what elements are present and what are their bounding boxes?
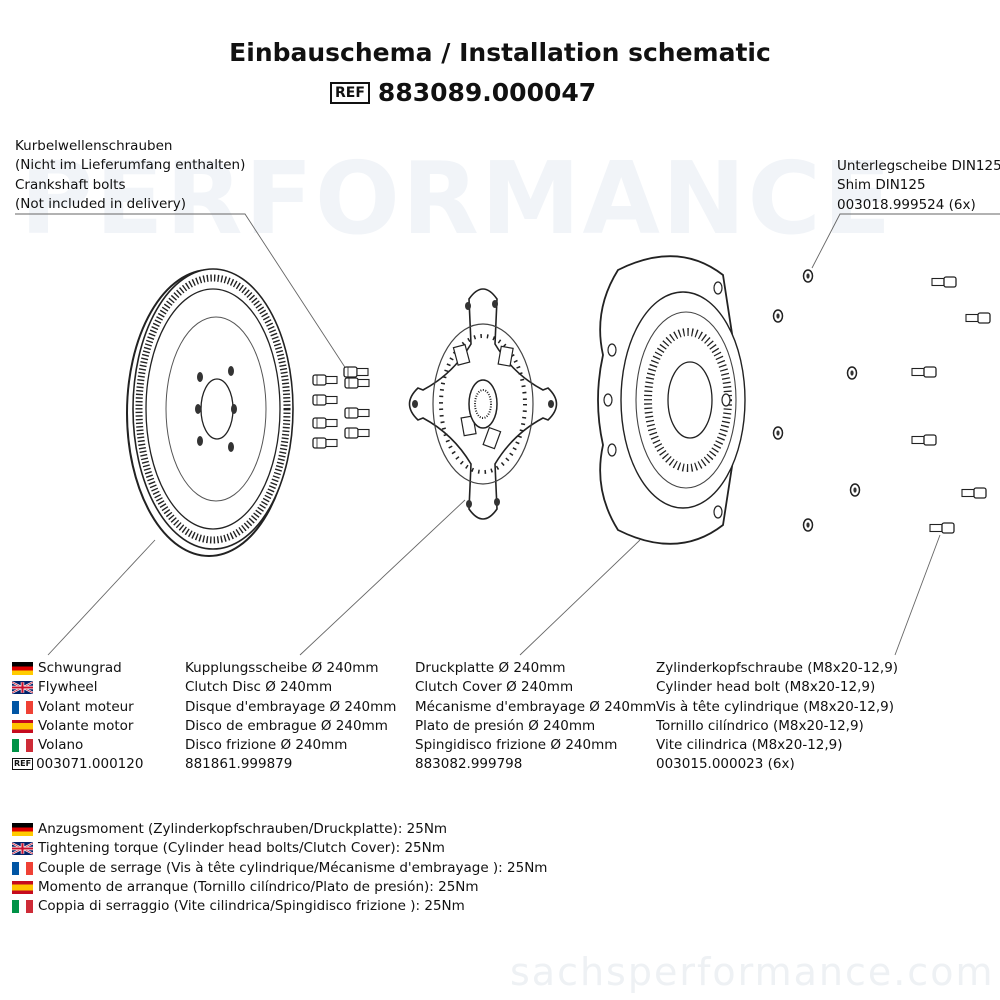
watermark-performance: PERFORMANCE <box>20 140 894 257</box>
watermark-website: sachsperformance.com <box>510 950 995 994</box>
flag-it-icon <box>12 739 33 753</box>
part-line: Clutch Cover Ø 240mm <box>415 679 574 696</box>
torque-row: Anzugsmoment (Zylinderkopfschrauben/Druc… <box>12 820 547 839</box>
crankshaft-bolts <box>312 366 370 449</box>
ref-number: 883089.000047 <box>377 78 597 107</box>
pressure-plate <box>597 255 746 545</box>
callout-line: 003018.999524 (6x) <box>837 196 976 213</box>
torque-text: Couple de serrage (Vis à tête cylindriqu… <box>38 859 548 876</box>
leader-lines <box>15 213 1000 656</box>
cylinder-head-bolts <box>911 276 991 534</box>
shims <box>772 269 861 532</box>
header-ref: REF 883089.000047 <box>330 78 596 107</box>
part-name: Flywheel <box>38 679 98 696</box>
callout-crankshaft-bolts: Kurbelwellenschrauben (Nicht im Lieferum… <box>15 137 245 214</box>
flywheel <box>126 268 294 557</box>
part-ref-number: 003071.000120 <box>36 756 144 773</box>
part-name: Volano <box>38 737 84 754</box>
part-flywheel: Schwungrad Flywheel Volant moteur Volant… <box>12 659 143 775</box>
part-line: Mécanisme d'embrayage Ø 240mm <box>415 698 657 715</box>
lang-row: Volano <box>12 736 143 755</box>
lang-row: Volante motor <box>12 717 143 736</box>
part-line: Clutch Disc Ø 240mm <box>185 679 333 696</box>
part-name: Volante motor <box>38 717 134 734</box>
lang-row: Volant moteur <box>12 698 143 717</box>
part-head-bolt: Zylinderkopfschraube (M8x20-12,9) Cylind… <box>656 659 898 775</box>
part-ref-number: 003015.000023 (6x) <box>656 756 795 773</box>
part-line: Plato de presión Ø 240mm <box>415 717 596 734</box>
torque-specs: Anzugsmoment (Zylinderkopfschrauben/Druc… <box>12 820 547 916</box>
flag-gb-icon <box>12 681 33 695</box>
part-clutch-disc: Kupplungsscheibe Ø 240mm Clutch Disc Ø 2… <box>185 659 396 775</box>
part-line: Druckplatte Ø 240mm <box>415 660 566 676</box>
part-line: Disco frizione Ø 240mm <box>185 737 348 754</box>
callout-line: Shim DIN125 <box>837 177 926 194</box>
callout-line: Unterlegscheibe DIN125 <box>837 158 1000 174</box>
part-pressure-plate: Druckplatte Ø 240mm Clutch Cover Ø 240mm… <box>415 659 656 775</box>
torque-row: Momento de arranque (Tornillo cilíndrico… <box>12 878 547 897</box>
torque-row: Couple de serrage (Vis à tête cylindriqu… <box>12 859 547 878</box>
flag-gb-icon <box>12 842 33 856</box>
part-line: Disco de embrague Ø 240mm <box>185 717 388 734</box>
part-ref-number: 883082.999798 <box>415 756 523 773</box>
callout-line: (Not included in delivery) <box>15 195 187 212</box>
torque-text: Coppia di serraggio (Vite cilindrica/Spi… <box>38 898 465 915</box>
part-name: Schwungrad <box>38 660 122 676</box>
part-ref-number: 881861.999879 <box>185 756 293 773</box>
part-name: Volant moteur <box>38 698 134 715</box>
part-line: Tornillo cilíndrico (M8x20-12,9) <box>656 717 864 734</box>
flag-it-icon <box>12 900 33 914</box>
flag-de-icon <box>12 662 33 676</box>
flag-de-icon <box>12 823 33 837</box>
part-line: Spingidisco frizione Ø 240mm <box>415 737 618 754</box>
torque-text: Anzugsmoment (Zylinderkopfschrauben/Druc… <box>38 821 448 837</box>
flag-fr-icon <box>12 861 33 875</box>
page-title: Einbauschema / Installation schematic <box>229 38 771 67</box>
ref-badge: REF <box>12 758 34 771</box>
callout-shim: Unterlegscheibe DIN125 Shim DIN125 00301… <box>837 157 1000 215</box>
callout-line: Kurbelwellenschrauben <box>15 138 173 154</box>
torque-row: Coppia di serraggio (Vite cilindrica/Spi… <box>12 897 547 916</box>
part-line: Vite cilindrica (M8x20-12,9) <box>656 737 843 754</box>
flag-fr-icon <box>12 700 33 714</box>
flag-es-icon <box>12 881 33 895</box>
part-line: Kupplungsscheibe Ø 240mm <box>185 660 379 676</box>
torque-text: Tightening torque (Cylinder head bolts/C… <box>38 840 445 857</box>
lang-row: Schwungrad <box>12 659 143 678</box>
callout-line: Crankshaft bolts <box>15 176 126 193</box>
part-line: Disque d'embrayage Ø 240mm <box>185 698 397 715</box>
part-line: Vis à tête cylindrique (M8x20-12,9) <box>656 698 894 715</box>
part-line: Cylinder head bolt (M8x20-12,9) <box>656 679 876 696</box>
lang-row: Flywheel <box>12 678 143 697</box>
clutch-disc <box>408 288 558 520</box>
torque-text: Momento de arranque (Tornillo cilíndrico… <box>38 878 479 895</box>
flag-es-icon <box>12 720 33 734</box>
torque-row: Tightening torque (Cylinder head bolts/C… <box>12 839 547 858</box>
part-line: Zylinderkopfschraube (M8x20-12,9) <box>656 660 899 676</box>
ref-badge: REF <box>330 81 370 104</box>
callout-line: (Nicht im Lieferumfang enthalten) <box>15 157 246 174</box>
